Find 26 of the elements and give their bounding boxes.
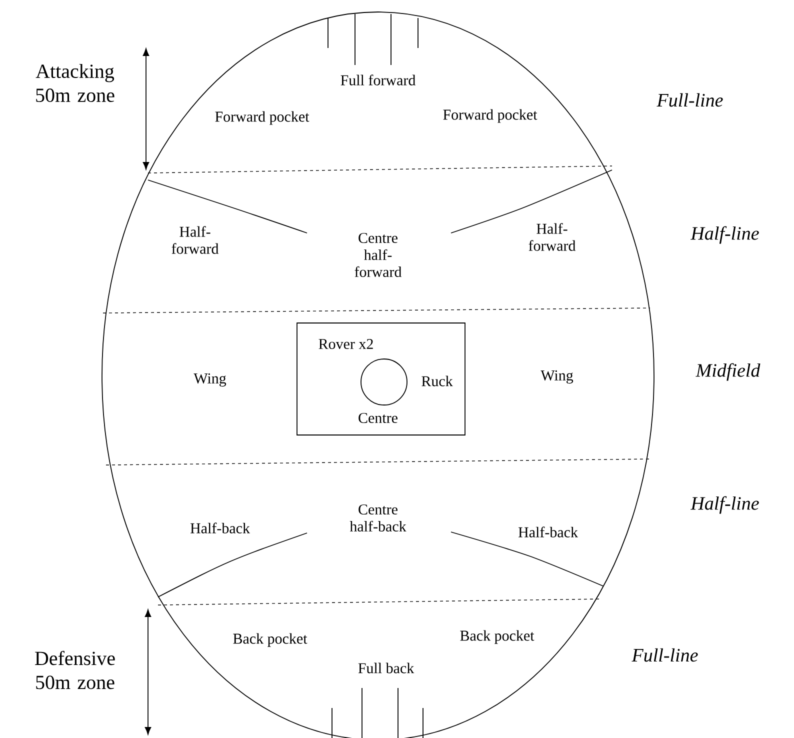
line-label: Full-line xyxy=(656,93,723,107)
position-label: Half-forward xyxy=(172,226,219,254)
position-label: Forward pocket xyxy=(215,111,310,125)
zone-label: Attacking 50m zone xyxy=(36,64,114,102)
position-label: Half-back xyxy=(190,522,250,534)
position-label: Full back xyxy=(358,662,414,674)
position-label: Half-back xyxy=(518,526,578,538)
line-label: Full-line xyxy=(632,648,698,662)
position-label: Wing xyxy=(540,370,574,384)
centre-circle xyxy=(360,358,408,406)
position-label: Ruck xyxy=(422,376,453,386)
line-label: Half-line xyxy=(690,496,759,514)
line-label: Midfield xyxy=(696,363,760,381)
zone-label: Defensive 50m zone xyxy=(35,650,115,690)
position-label: Forward pocket xyxy=(443,109,538,123)
position-label: Half-forward xyxy=(528,223,576,251)
centre-square xyxy=(296,322,466,436)
position-label: Centre xyxy=(358,412,398,424)
position-label: Back pocket xyxy=(460,630,534,644)
position-label: Rover x2 xyxy=(318,338,373,350)
position-label: Back pocket xyxy=(233,633,308,647)
position-label: Centre half-forward xyxy=(354,232,402,278)
position-label: Centre half-back xyxy=(350,504,406,532)
position-label: Full forward xyxy=(340,74,416,86)
position-label: Wing xyxy=(194,373,226,387)
line-label: Half-line xyxy=(690,226,759,244)
